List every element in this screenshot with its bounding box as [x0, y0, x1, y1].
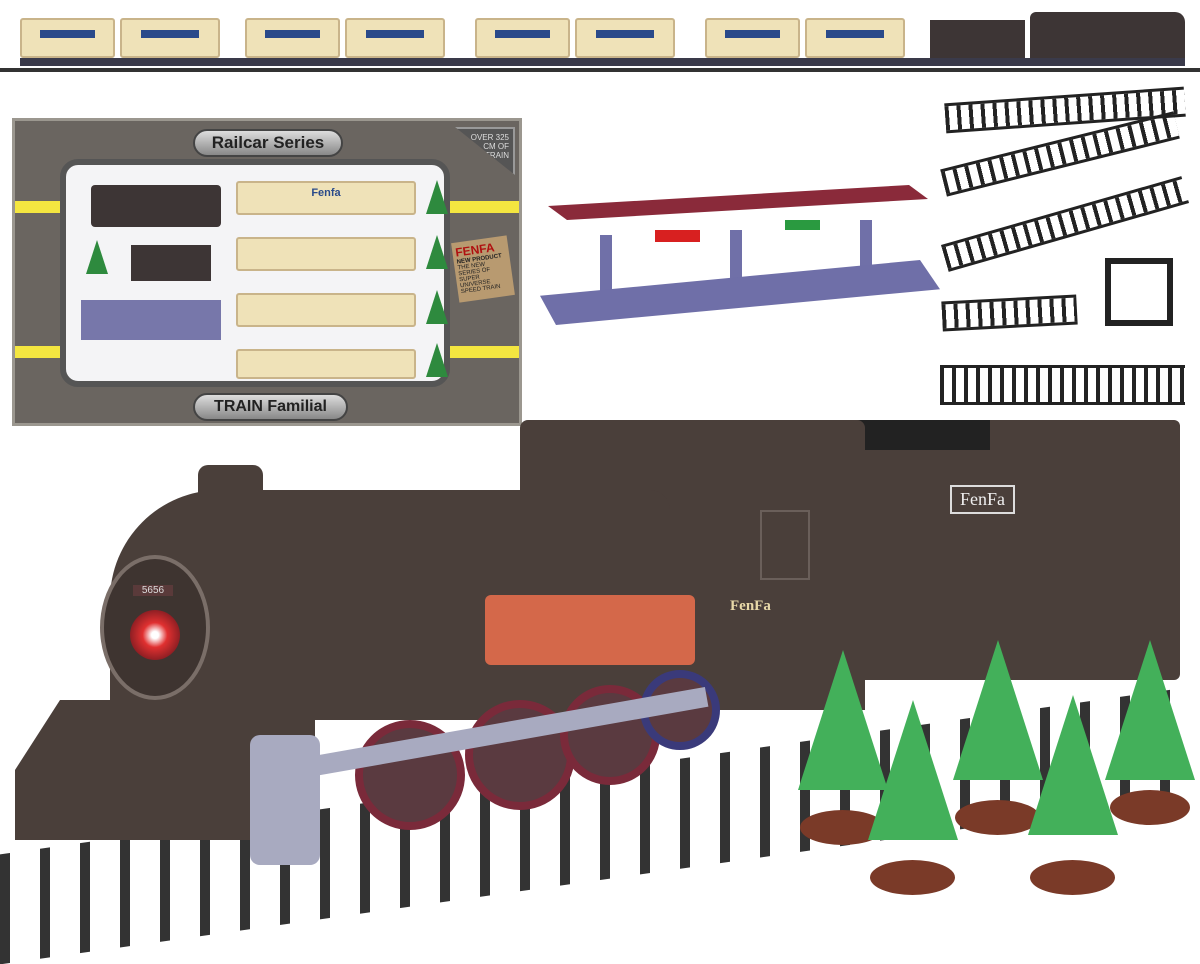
tree: [1028, 695, 1118, 835]
smokestack: [198, 465, 263, 545]
box-car: [236, 237, 416, 271]
number-plate: 5656: [133, 585, 173, 596]
cab-label: FenFa: [730, 598, 771, 614]
box-car: [236, 349, 416, 379]
badge-text: OVER 325 CM OF TRAIN: [470, 133, 509, 160]
box-cars: Fenfa: [236, 181, 416, 379]
car-label: Fenfa: [311, 187, 341, 199]
freight-car: [20, 18, 115, 58]
platform-roof: [548, 185, 928, 220]
freight-car: [120, 18, 220, 58]
tree-base: [870, 860, 955, 895]
track-short: [941, 294, 1078, 332]
track-straight: [940, 365, 1185, 405]
fenfa-sticker: FENFA NEW PRODUCT THE NEW SERIES OF SUPE…: [451, 235, 515, 303]
headlight: [130, 610, 180, 660]
cylinder-block: [250, 735, 320, 865]
freight-car: [475, 18, 570, 58]
box-brand-label: TRAIN Familial: [193, 393, 348, 421]
freight-car: [805, 18, 905, 58]
tender: FenFa: [820, 420, 1180, 680]
box-locomotive: [91, 185, 221, 227]
box-car: [236, 293, 416, 327]
station-platform: [540, 180, 940, 330]
box-tree: [426, 180, 448, 214]
box-tender: [131, 245, 211, 281]
box-window: Fenfa: [60, 159, 450, 387]
freight-car: [575, 18, 675, 58]
box-car: Fenfa: [236, 181, 416, 215]
box-tree: [426, 235, 448, 269]
red-cylinder: [485, 595, 695, 665]
freight-car: [345, 18, 445, 58]
pillar: [730, 230, 742, 290]
cab-window: [760, 510, 810, 580]
top-train-strip: [0, 10, 1200, 80]
box-badge: OVER 325 CM OF TRAIN: [455, 127, 515, 175]
tender-small: [930, 20, 1025, 60]
box-tree: [86, 240, 108, 274]
freight-car: [705, 18, 800, 58]
tree-base: [1110, 790, 1190, 825]
station-sign: [785, 220, 820, 230]
rail: [0, 68, 1200, 72]
station-sign: [655, 230, 700, 242]
box-platform: [81, 300, 221, 340]
tree-group: [780, 640, 1200, 900]
box-tree: [426, 343, 448, 377]
sticker-line2: THE NEW SERIES OF SUPER UNIVERSE SPEED T…: [457, 261, 501, 296]
box-title: Railcar Series: [193, 129, 343, 157]
tender-label: FenFa: [950, 485, 1015, 514]
coal-load: [840, 420, 990, 450]
locomotive-small: [1030, 12, 1185, 62]
freight-car: [245, 18, 340, 58]
tree-base: [1030, 860, 1115, 895]
box-tree: [426, 290, 448, 324]
tree-base: [955, 800, 1040, 835]
pillar: [600, 235, 612, 295]
track-crossing: [1105, 258, 1173, 326]
tree: [1105, 640, 1195, 780]
product-box: Railcar Series OVER 325 CM OF TRAIN Fenf…: [12, 118, 522, 426]
chassis: [20, 58, 1185, 66]
tree: [868, 700, 958, 840]
